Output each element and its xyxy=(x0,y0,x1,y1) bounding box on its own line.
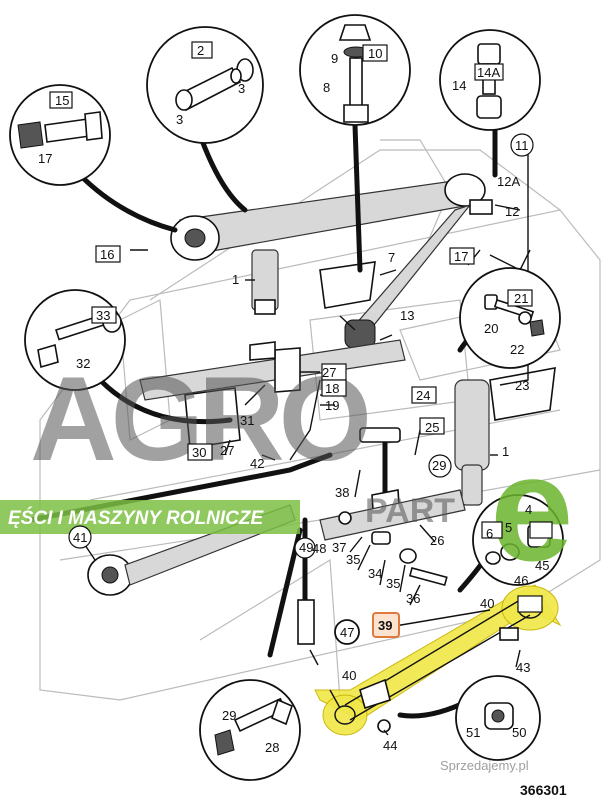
label-12: 12 xyxy=(505,204,519,219)
label-frames xyxy=(49,41,553,638)
label-5: 5 xyxy=(505,520,512,535)
callout-connectors xyxy=(77,122,531,736)
label-37: 37 xyxy=(332,540,346,555)
label-14: 14 xyxy=(452,78,466,93)
label-2: 2 xyxy=(197,43,204,58)
watermark-brand-e: e xyxy=(490,424,573,592)
label-17-left: 17 xyxy=(38,151,52,166)
label-47: 47 xyxy=(340,625,354,640)
label-32: 32 xyxy=(76,356,90,371)
label-9: 9 xyxy=(331,51,338,66)
label-42: 42 xyxy=(250,456,264,471)
label-35-bottom: 35 xyxy=(386,576,400,591)
drawing-number: 366301 xyxy=(520,782,567,798)
label-23: 23 xyxy=(515,378,529,393)
callout-47 xyxy=(334,619,360,645)
label-11: 11 xyxy=(515,138,529,153)
label-14a: 14A xyxy=(477,65,500,80)
label-36: 36 xyxy=(406,591,420,606)
label-1-top: 1 xyxy=(232,272,239,287)
label-30: 30 xyxy=(192,445,206,460)
label-3-right: 3 xyxy=(238,81,245,96)
callout-bush-50-51 xyxy=(455,675,541,761)
label-39: 39 xyxy=(378,618,392,633)
label-41: 41 xyxy=(73,530,87,545)
label-1-right: 1 xyxy=(502,444,509,459)
label-33: 33 xyxy=(96,308,110,323)
callout-bolt-28-29 xyxy=(199,679,301,781)
label-16: 16 xyxy=(100,247,114,262)
callout-bolt-8-9-10 xyxy=(299,14,411,126)
label-17-right: 17 xyxy=(454,249,468,264)
label-48: 48 xyxy=(312,541,326,556)
watermark: ĘŚCI I MASZYNY ROLNICZE AGRO PART e xyxy=(0,352,573,592)
callout-bush-4-5-6 xyxy=(472,494,564,586)
label-29-bottom: 29 xyxy=(222,708,236,723)
label-20: 20 xyxy=(484,321,498,336)
label-12a: 12A xyxy=(497,174,520,189)
label-49: 49 xyxy=(299,540,313,555)
label-18: 18 xyxy=(325,381,339,396)
label-39-box xyxy=(372,612,400,638)
label-21: 21 xyxy=(514,291,528,306)
label-3-left: 3 xyxy=(176,112,183,127)
label-34: 34 xyxy=(368,566,382,581)
callout-bolt-20-21-22 xyxy=(459,267,561,369)
label-19: 19 xyxy=(325,398,339,413)
label-15: 15 xyxy=(55,93,69,108)
label-7: 7 xyxy=(388,250,395,265)
label-45: 45 xyxy=(535,558,549,573)
label-40-left: 40 xyxy=(342,668,356,683)
label-24: 24 xyxy=(416,388,430,403)
watermark-brand-main: AGRO xyxy=(30,352,368,486)
label-4: 4 xyxy=(525,502,532,517)
label-43: 43 xyxy=(516,660,530,675)
label-26: 26 xyxy=(430,533,444,548)
label-22: 22 xyxy=(510,342,524,357)
label-27-left: 27 xyxy=(220,443,234,458)
label-31: 31 xyxy=(240,413,254,428)
label-44: 44 xyxy=(383,738,397,753)
label-38: 38 xyxy=(335,485,349,500)
watermark-banner-bg xyxy=(0,500,300,534)
label-40-right: 40 xyxy=(480,596,494,611)
label-35-top: 35 xyxy=(346,552,360,567)
label-6: 6 xyxy=(486,526,493,541)
part-labels: 15 17 2 3 3 9 10 8 14 14A 11 12A 12 16 1… xyxy=(38,43,549,755)
label-27-right: 27 xyxy=(322,365,336,380)
site-watermark: Sprzedajemy.pl xyxy=(440,758,529,773)
callout-bolt-15-17 xyxy=(9,84,111,186)
label-28: 28 xyxy=(265,740,279,755)
label-13: 13 xyxy=(400,308,414,323)
label-29-mid: 29 xyxy=(432,458,446,473)
label-46: 46 xyxy=(514,573,528,588)
callout-pin-2-3 xyxy=(146,26,264,144)
label-50: 50 xyxy=(512,725,526,740)
label-51: 51 xyxy=(466,725,480,740)
label-10: 10 xyxy=(368,46,382,61)
label-25: 25 xyxy=(425,420,439,435)
label-8: 8 xyxy=(323,80,330,95)
watermark-brand-sub: PART xyxy=(365,492,455,530)
watermark-banner-text: ĘŚCI I MASZYNY ROLNICZE xyxy=(8,507,264,529)
